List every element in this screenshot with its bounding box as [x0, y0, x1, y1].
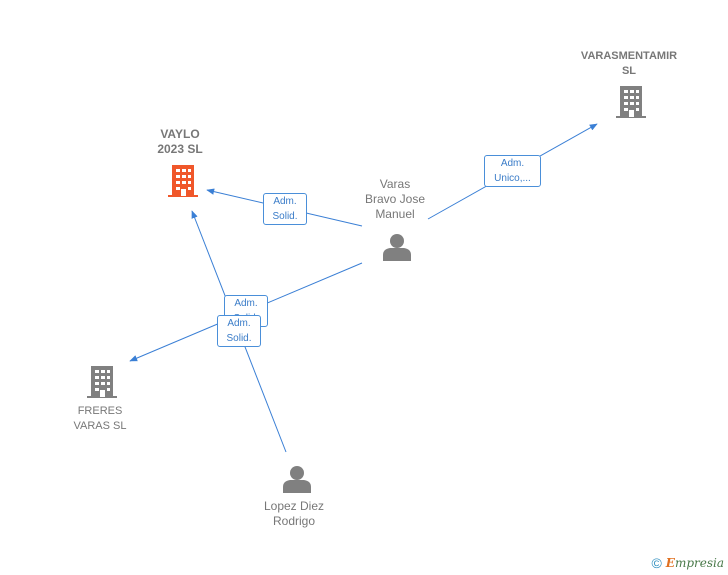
node-label-varas-bravo[interactable]: Varas Bravo Jose Manuel — [364, 177, 426, 221]
edge-label-lopez-vaylo[interactable]: Adm. Solid. — [217, 315, 261, 347]
copyright-icon: © — [651, 555, 662, 571]
empresia-logo[interactable]: Empresia — [665, 556, 724, 570]
building-icon-varasmentamir[interactable] — [616, 86, 646, 118]
edge-label-varas-varasmentamir[interactable]: Adm. Unico,... — [484, 155, 541, 187]
person-icon-lopez-diez[interactable] — [283, 466, 311, 493]
node-label-varasmentamir[interactable]: VARASMENTAMIR SL — [580, 50, 678, 77]
node-label-lopez-diez[interactable]: Lopez Diez Rodrigo — [263, 499, 325, 528]
building-icon-freres[interactable] — [87, 366, 117, 398]
building-icon-vaylo[interactable] — [168, 165, 198, 197]
edge-label-varas-vaylo[interactable]: Adm. Solid. — [263, 193, 307, 225]
node-label-vaylo[interactable]: VAYLO 2023 SL — [157, 127, 203, 156]
brand-footer: © Empresia — [651, 555, 724, 571]
node-label-freres[interactable]: FRERES VARAS SL — [73, 405, 127, 432]
person-icon-varas-bravo[interactable] — [383, 234, 411, 261]
